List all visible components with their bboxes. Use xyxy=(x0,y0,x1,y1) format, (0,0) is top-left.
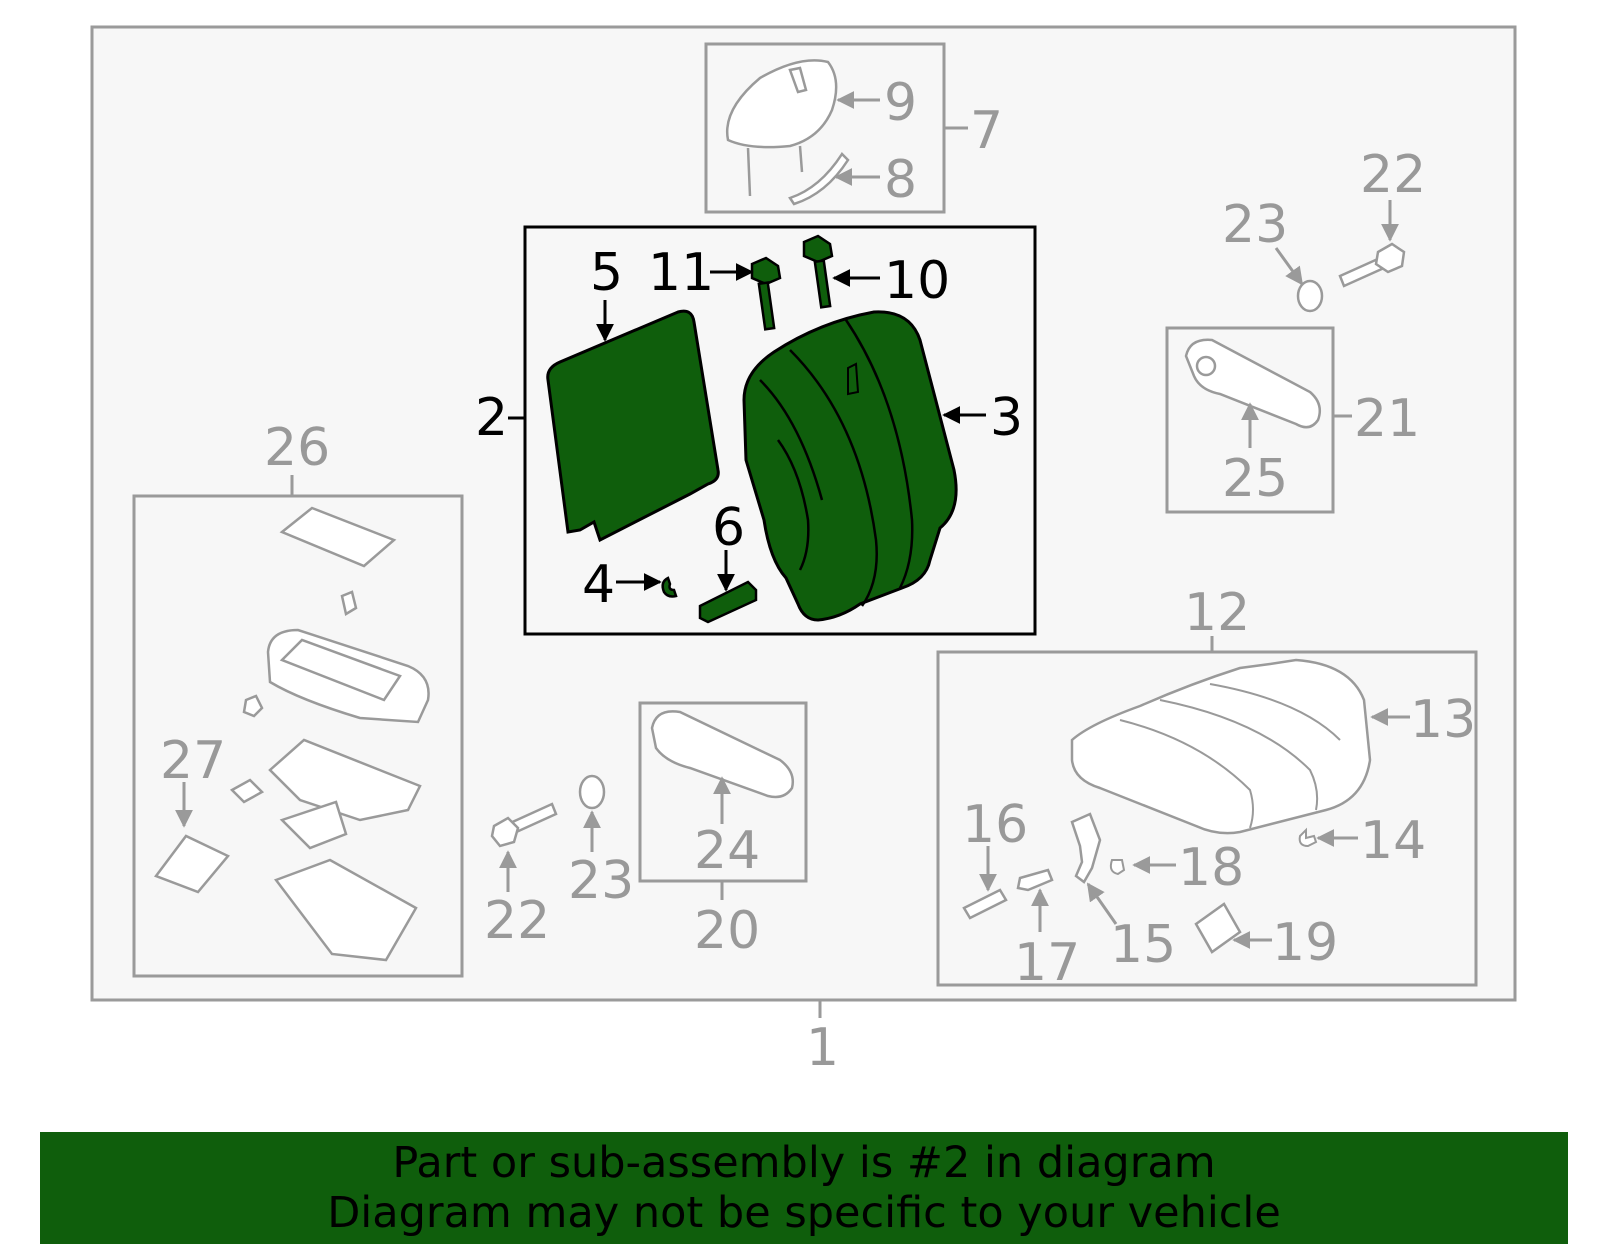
seat-back-cushion-3 xyxy=(742,310,958,622)
headrest-illustration xyxy=(725,59,838,197)
callout-16: 16 xyxy=(962,795,1028,855)
clip-17-icon xyxy=(1016,868,1054,892)
callout-14: 14 xyxy=(1360,811,1426,871)
clip-4-icon xyxy=(661,576,678,598)
back-panel-5 xyxy=(546,309,720,543)
callout-1: 1 xyxy=(806,1018,839,1078)
callout-6: 6 xyxy=(712,498,745,558)
callout-8: 8 xyxy=(884,150,917,210)
console-box-26 xyxy=(132,494,464,978)
bolt-22-icon xyxy=(1338,242,1406,288)
cushion-13-seams xyxy=(1119,683,1341,829)
callout-2: 2 xyxy=(475,388,508,448)
guide-8-icon xyxy=(788,152,850,206)
callout-11: 11 xyxy=(648,243,714,303)
armrest-cover-24 xyxy=(650,710,794,799)
callout-20: 20 xyxy=(694,901,760,961)
strip-6-icon xyxy=(698,580,758,624)
pin-16-icon xyxy=(962,888,1008,920)
callout-23b: 23 xyxy=(568,851,634,911)
callout-3: 3 xyxy=(990,388,1023,448)
notice-banner: Part or sub-assembly is #2 in diagram Di… xyxy=(40,1132,1568,1244)
callout-26: 26 xyxy=(264,418,330,478)
parts-diagram: 1 9 8 7 5 11 10 2 3 6 4 22 xyxy=(90,25,1517,1078)
armrest-box-21 xyxy=(1165,326,1335,514)
callout-7: 7 xyxy=(970,101,1003,161)
callout-19: 19 xyxy=(1272,913,1338,973)
callout-27: 27 xyxy=(160,731,226,791)
callout-22a: 22 xyxy=(1360,145,1426,205)
armrest-cover-25 xyxy=(1184,338,1321,429)
callout-17: 17 xyxy=(1014,933,1080,993)
hook-icon xyxy=(847,362,860,396)
washer-23-icon xyxy=(1296,279,1324,313)
callout-9: 9 xyxy=(884,73,917,133)
seat-cushion-box-12 xyxy=(936,650,1478,987)
callout-21: 21 xyxy=(1354,389,1420,449)
seat-cushion-13 xyxy=(1070,658,1372,835)
callout-22b: 22 xyxy=(484,891,550,951)
bracket-15-icon xyxy=(1070,812,1102,884)
callout-15: 15 xyxy=(1110,915,1176,975)
cushion-seams xyxy=(759,319,914,607)
callout-13: 13 xyxy=(1410,690,1476,750)
banner-line-2: Diagram may not be specific to your vehi… xyxy=(327,1188,1281,1238)
callout-25: 25 xyxy=(1222,449,1288,509)
clip-18-icon xyxy=(1109,859,1126,876)
callout-12: 12 xyxy=(1184,583,1250,643)
leader-23a xyxy=(1274,247,1304,286)
callout-24: 24 xyxy=(694,821,760,881)
guide-10-icon xyxy=(802,234,834,309)
washer-23b-icon xyxy=(578,774,606,810)
callout-23a: 23 xyxy=(1222,195,1288,255)
console-parts xyxy=(154,506,430,962)
bolt-22b-icon xyxy=(490,802,558,848)
armrest-hole-icon xyxy=(1195,355,1217,377)
callout-18: 18 xyxy=(1178,838,1244,898)
banner-line-1: Part or sub-assembly is #2 in diagram xyxy=(392,1138,1216,1188)
leader-15 xyxy=(1086,882,1118,925)
clip-14-icon xyxy=(1298,827,1318,848)
callout-10: 10 xyxy=(884,251,950,311)
callout-5: 5 xyxy=(590,243,623,303)
callout-4: 4 xyxy=(582,555,615,615)
